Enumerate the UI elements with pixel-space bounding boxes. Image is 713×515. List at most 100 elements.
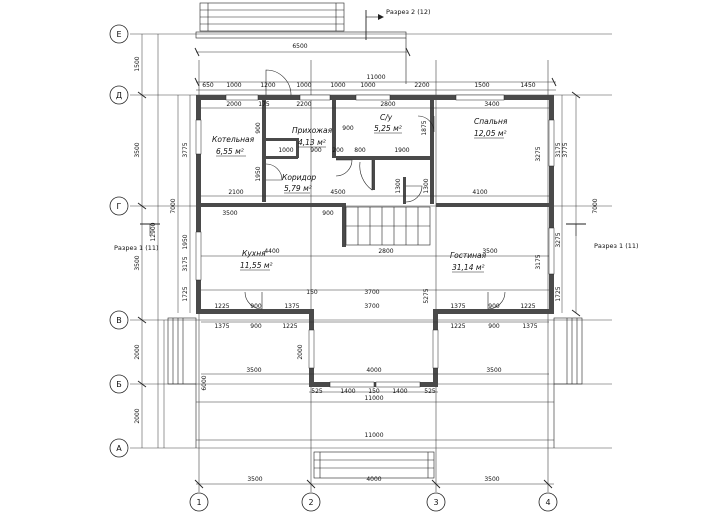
svg-text:900: 900 — [310, 147, 322, 154]
svg-text:11000: 11000 — [364, 395, 383, 402]
svg-text:2200: 2200 — [296, 101, 311, 108]
axis-label-1: 1 — [196, 498, 201, 507]
doors — [244, 69, 506, 310]
svg-text:1375: 1375 — [522, 323, 537, 330]
svg-text:150: 150 — [368, 388, 380, 395]
svg-text:3500: 3500 — [486, 367, 501, 374]
top-porch-stair — [195, 2, 407, 84]
svg-text:150: 150 — [306, 289, 318, 296]
svg-text:1375: 1375 — [214, 323, 229, 330]
svg-text:1875: 1875 — [421, 120, 428, 135]
bottom-porch-stair — [313, 451, 435, 479]
svg-text:175: 175 — [258, 101, 270, 108]
room-living-name: Гостиная — [450, 251, 487, 260]
axis-label-d: Д — [116, 91, 122, 100]
axis-label-g: Г — [117, 202, 122, 211]
svg-text:1225: 1225 — [282, 323, 297, 330]
axis-label-v: В — [116, 316, 122, 325]
svg-text:1725: 1725 — [182, 286, 189, 301]
svg-text:3700: 3700 — [364, 303, 379, 310]
inner-dimensions: 2000 175 2200 2800 3400 900 1875 900 100… — [196, 101, 554, 441]
svg-text:5275: 5275 — [423, 288, 430, 303]
svg-text:1900: 1900 — [394, 147, 409, 154]
svg-text:3400: 3400 — [484, 101, 499, 108]
svg-text:2100: 2100 — [228, 189, 243, 196]
svg-text:1300: 1300 — [395, 178, 402, 193]
svg-text:4000: 4000 — [366, 476, 381, 483]
room-wc-name: С/у — [380, 113, 393, 122]
svg-text:1000: 1000 — [360, 82, 375, 89]
svg-text:3500: 3500 — [484, 476, 499, 483]
svg-text:900: 900 — [255, 122, 262, 134]
svg-text:3175: 3175 — [182, 256, 189, 271]
svg-text:3500: 3500 — [134, 142, 141, 157]
svg-text:900: 900 — [488, 323, 500, 330]
svg-text:1225: 1225 — [450, 323, 465, 330]
svg-text:900: 900 — [250, 303, 262, 310]
svg-text:3775: 3775 — [562, 142, 569, 157]
axis-label-e: Е — [116, 30, 121, 39]
svg-text:2000: 2000 — [134, 408, 141, 423]
svg-text:3275: 3275 — [535, 146, 542, 161]
svg-text:2800: 2800 — [380, 101, 395, 108]
svg-text:2000: 2000 — [134, 344, 141, 359]
bottom-dimensions: 3500 4000 3500 — [194, 476, 554, 489]
svg-text:2800: 2800 — [378, 248, 393, 255]
svg-text:1200: 1200 — [260, 82, 275, 89]
svg-text:3500: 3500 — [222, 210, 237, 217]
svg-text:3175: 3175 — [555, 142, 562, 157]
svg-text:1225: 1225 — [214, 303, 229, 310]
room-boiler-name: Котельная — [212, 135, 255, 144]
room-kitchen-name: Кухня — [242, 249, 266, 258]
svg-text:3500: 3500 — [246, 367, 261, 374]
svg-text:650: 650 — [202, 82, 214, 89]
interior-walls — [196, 100, 554, 247]
svg-text:1725: 1725 — [555, 286, 562, 301]
svg-text:1000: 1000 — [278, 147, 293, 154]
room-boiler-area: 6,55 м² — [216, 147, 244, 156]
svg-text:1000: 1000 — [330, 82, 345, 89]
svg-text:2000: 2000 — [297, 344, 304, 359]
room-wc-area: 5,25 м² — [374, 124, 402, 133]
axis-label-2: 2 — [308, 498, 313, 507]
room-bedroom-name: Спальня — [474, 117, 508, 126]
svg-text:200: 200 — [332, 147, 344, 154]
room-corridor-name: Коридор — [282, 173, 316, 182]
svg-text:7000: 7000 — [592, 198, 599, 213]
svg-text:1450: 1450 — [520, 82, 535, 89]
windows — [195, 94, 555, 388]
dim-6500: 6500 — [292, 43, 307, 50]
svg-text:3175: 3175 — [535, 254, 542, 269]
section-1-right-label: Разрез 1 (11) — [594, 242, 639, 250]
svg-text:1500: 1500 — [474, 82, 489, 89]
dim-top-11000: 11000 — [366, 74, 385, 81]
svg-text:525: 525 — [424, 388, 436, 395]
svg-text:900: 900 — [250, 323, 262, 330]
svg-text:3500: 3500 — [482, 248, 497, 255]
svg-text:7000: 7000 — [170, 198, 177, 213]
svg-text:6000: 6000 — [201, 375, 208, 390]
dim-12900: 12900 — [150, 222, 157, 241]
section-2-label: Разрез 2 (12) — [386, 8, 431, 16]
svg-text:900: 900 — [322, 210, 334, 217]
svg-text:1000: 1000 — [296, 82, 311, 89]
axis-label-3: 3 — [433, 498, 438, 507]
room-hall-name: Прихожая — [292, 126, 333, 135]
interior-stair — [345, 206, 431, 246]
section-1-left-label: Разрез 1 (11) — [114, 244, 159, 252]
room-corridor-area: 5,79 м² — [284, 184, 312, 193]
svg-text:2000: 2000 — [226, 101, 241, 108]
room-labels: Котельная 6,55 м² Прихожая 4,13 м² С/у 5… — [212, 113, 508, 273]
svg-text:3275: 3275 — [555, 232, 562, 247]
axis-label-4: 4 — [545, 498, 550, 507]
svg-text:800: 800 — [354, 147, 366, 154]
svg-text:1400: 1400 — [392, 388, 407, 395]
svg-text:1375: 1375 — [284, 303, 299, 310]
right-dimensions: 3775 3175 3275 1725 7000 — [555, 91, 599, 317]
svg-text:1225: 1225 — [520, 303, 535, 310]
svg-text:900: 900 — [342, 125, 354, 132]
svg-text:1950: 1950 — [255, 166, 262, 181]
room-kitchen-area: 11,55 м² — [240, 261, 273, 270]
svg-text:1000: 1000 — [226, 82, 241, 89]
svg-text:3700: 3700 — [364, 289, 379, 296]
